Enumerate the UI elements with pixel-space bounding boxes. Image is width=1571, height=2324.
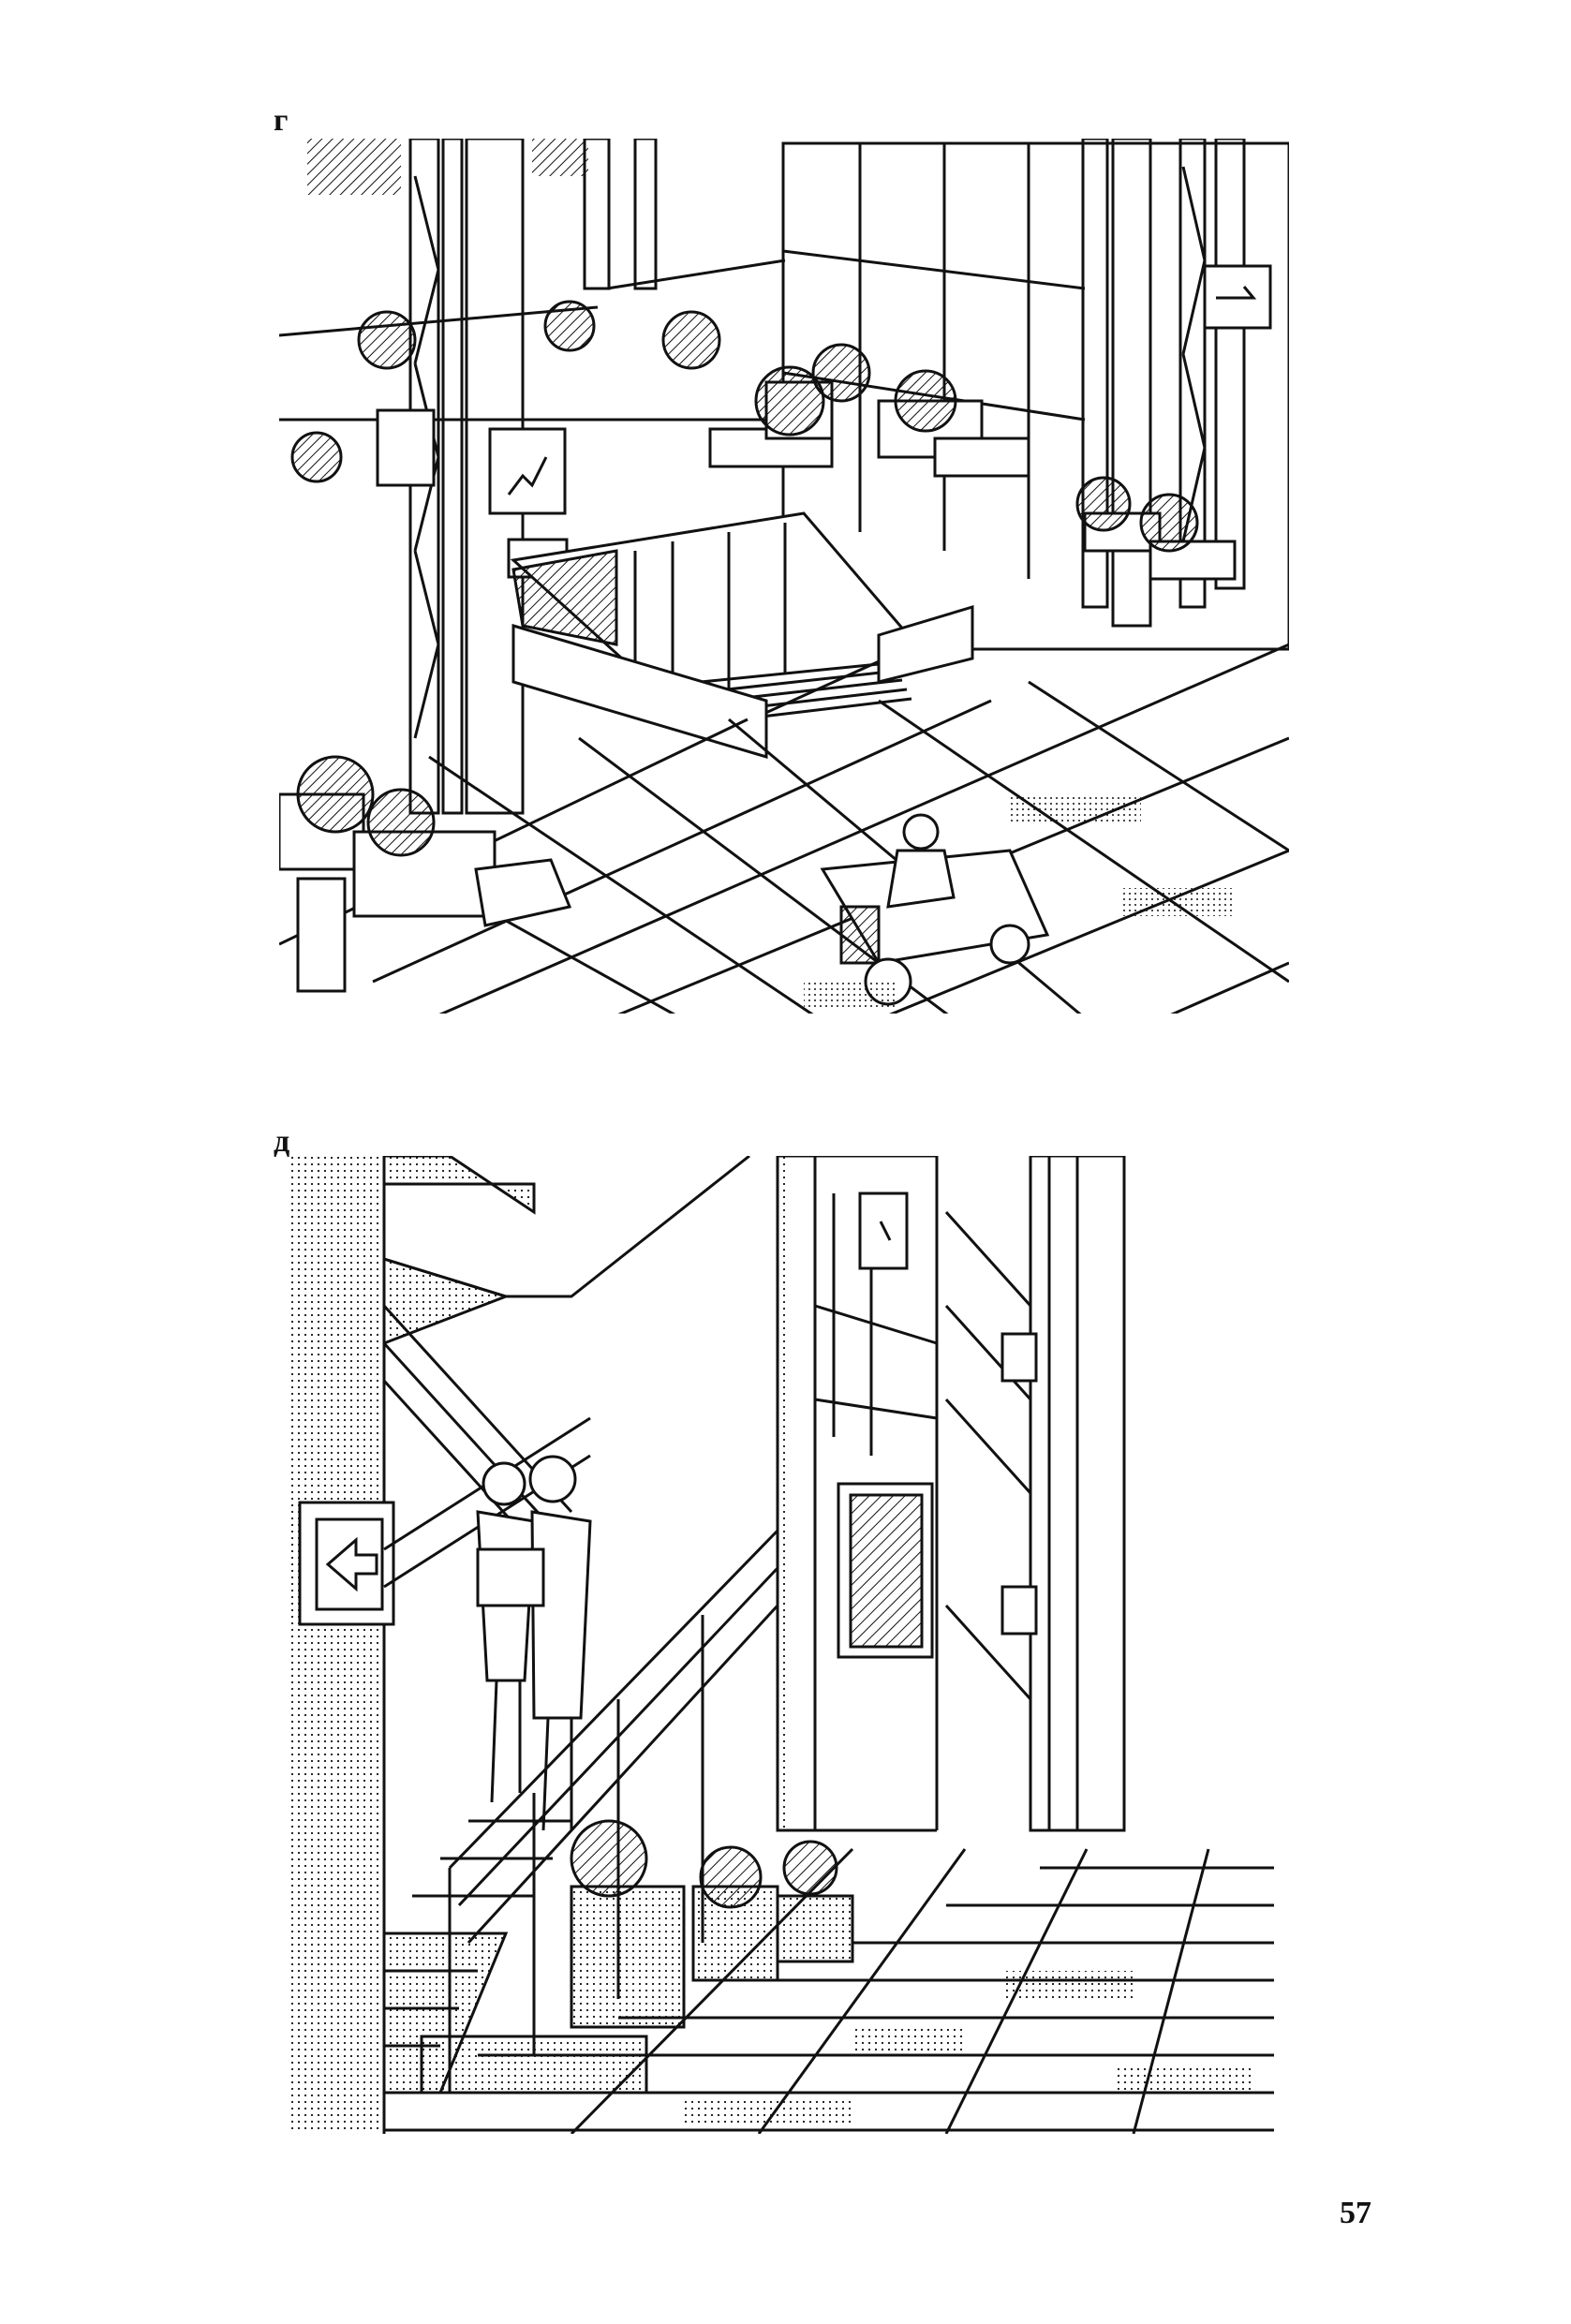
- illustration-stairwell: [290, 1156, 1274, 2134]
- page-number: 57: [1340, 2196, 1371, 2230]
- atrium-drawing: [279, 139, 1289, 1014]
- stairwell-drawing: [290, 1156, 1274, 2134]
- illustration-atrium: [279, 139, 1289, 1014]
- figure-label-g: г: [274, 103, 289, 138]
- figure-label-d: д: [274, 1124, 290, 1159]
